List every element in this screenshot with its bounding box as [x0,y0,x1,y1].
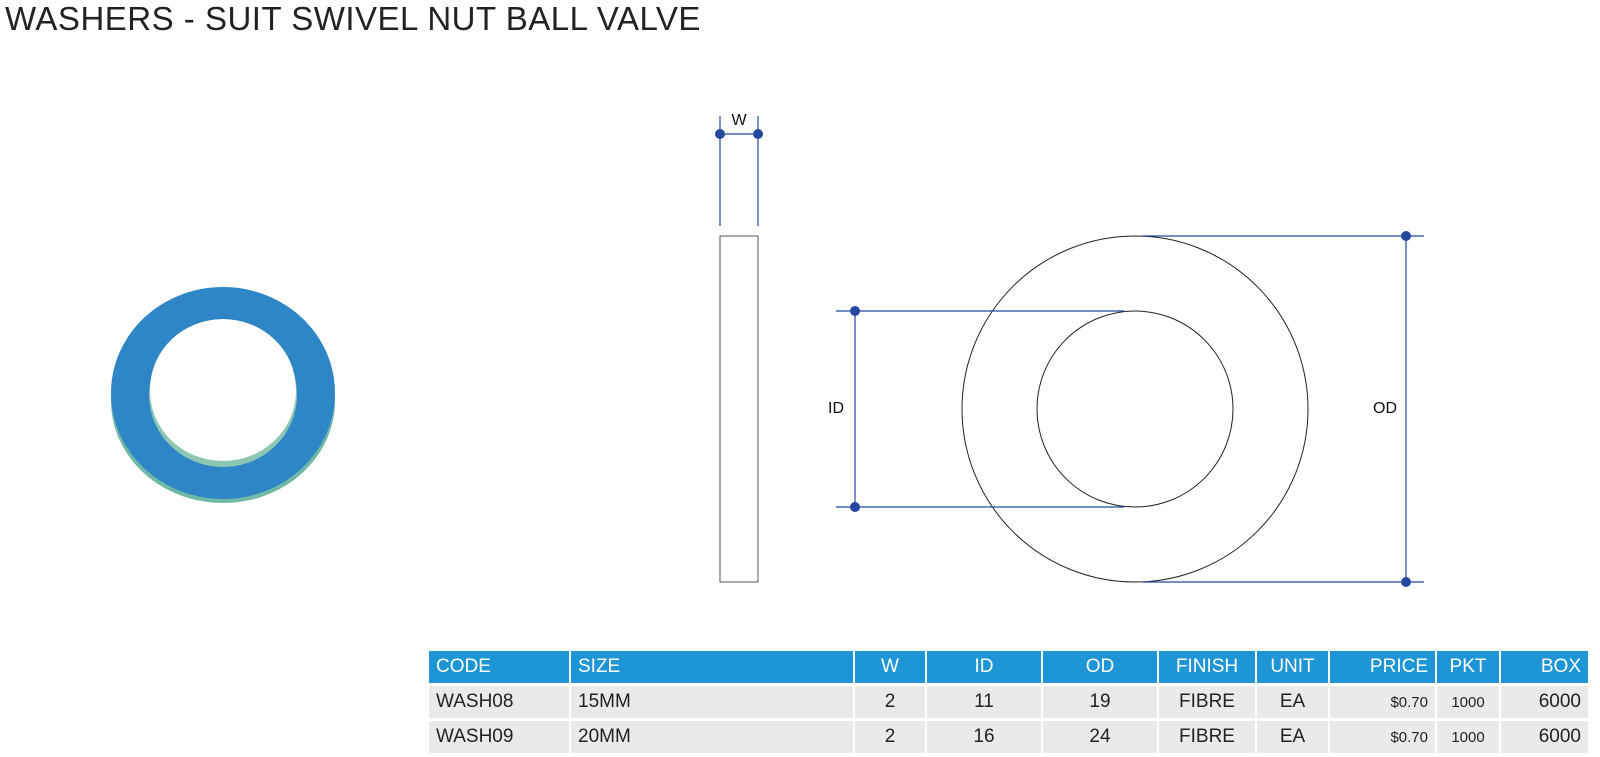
spec-table: CODE SIZE W ID OD FINISH UNIT PRICE PKT … [427,648,1590,756]
col-finish: FINISH [1159,651,1255,683]
cell-size: 20MM [571,721,853,753]
cell-id: 16 [927,721,1041,753]
cell-od: 19 [1043,686,1157,718]
table-header-row: CODE SIZE W ID OD FINISH UNIT PRICE PKT … [429,651,1588,683]
cell-code: WASH09 [429,721,569,753]
col-unit: UNIT [1257,651,1328,683]
col-od: OD [1043,651,1157,683]
id-dim-marker-bottom [850,502,860,512]
page-title: WASHERS - SUIT SWIVEL NUT BALL VALVE [5,0,701,37]
col-w: W [855,651,925,683]
cell-w: 2 [855,721,925,753]
cell-size: 15MM [571,686,853,718]
col-box: BOX [1501,651,1588,683]
side-view-rect [719,235,759,583]
w-dim-marker-right [753,129,763,139]
cell-box: 6000 [1501,686,1588,718]
outer-circle [961,235,1309,583]
cell-code: WASH08 [429,686,569,718]
cell-finish: FIBRE [1159,686,1255,718]
od-dim-marker-bottom [1401,577,1411,587]
cell-price: $0.70 [1330,686,1435,718]
od-dim-marker-top [1401,231,1411,241]
cell-od: 24 [1043,721,1157,753]
col-code: CODE [429,651,569,683]
cell-w: 2 [855,686,925,718]
table-row: WASH09 20MM 2 16 24 FIBRE EA $0.70 1000 … [429,721,1588,753]
cell-pkt: 1000 [1437,686,1499,718]
cell-unit: EA [1257,686,1328,718]
cell-id: 11 [927,686,1041,718]
cell-pkt: 1000 [1437,721,1499,753]
cell-price: $0.70 [1330,721,1435,753]
cell-box: 6000 [1501,721,1588,753]
cell-unit: EA [1257,721,1328,753]
table-row: WASH08 15MM 2 11 19 FIBRE EA $0.70 1000 … [429,686,1588,718]
cell-finish: FIBRE [1159,721,1255,753]
washer-photo [111,287,335,503]
col-size: SIZE [571,651,853,683]
od-dim-label: OD [1373,400,1397,417]
col-id: ID [927,651,1041,683]
w-dim-marker-left [715,129,725,139]
id-dim-marker-top [850,306,860,316]
id-dim-label: ID [828,400,844,417]
dimension-drawing: W ID OD [715,112,1424,587]
w-dim-label: W [731,112,747,129]
col-pkt: PKT [1437,651,1499,683]
inner-circle [1036,310,1234,508]
col-price: PRICE [1330,651,1435,683]
